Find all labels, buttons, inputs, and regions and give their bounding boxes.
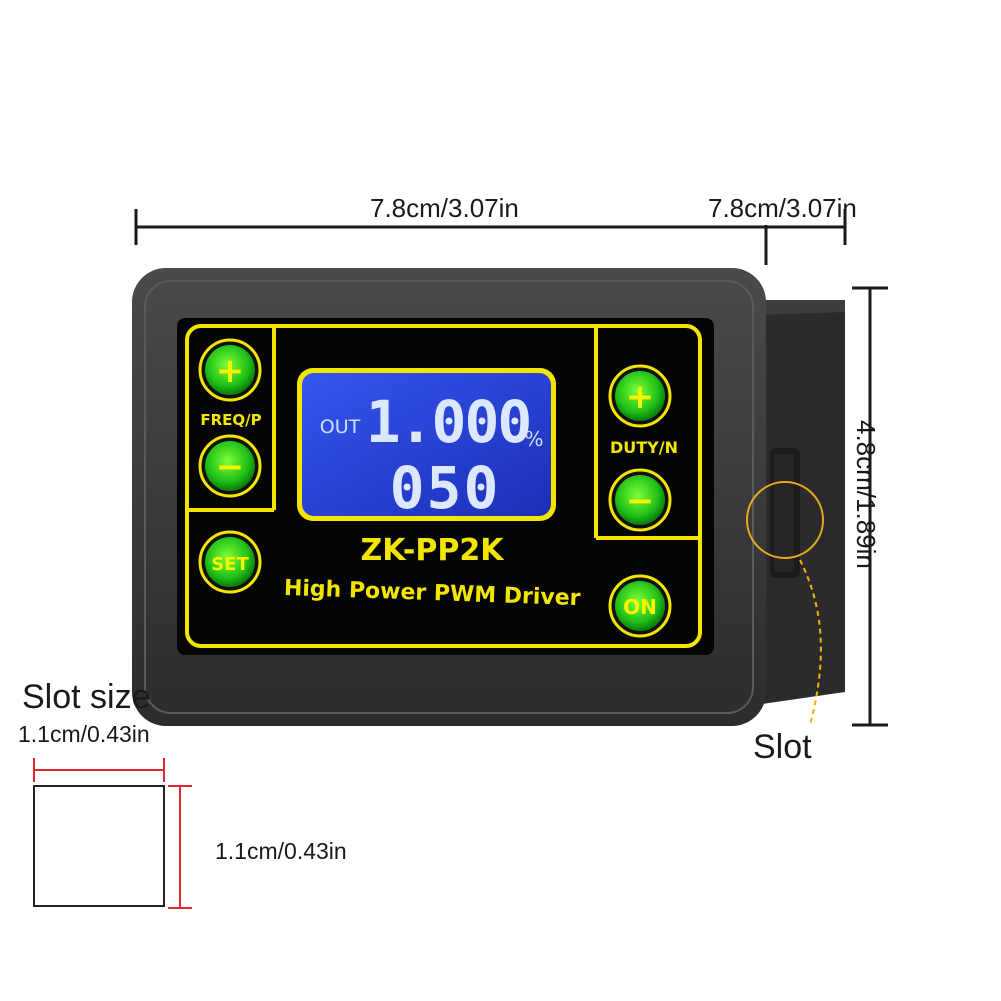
height-dimension-label: 4.8cm/1.89in	[851, 420, 881, 569]
freq-minus-glyph: −	[216, 447, 245, 487]
duty-label: DUTY/N	[610, 438, 678, 457]
freq-plus-button[interactable]	[198, 338, 262, 402]
slot-callout-label: Slot	[753, 728, 812, 766]
on-glyph: ON	[623, 595, 657, 619]
width-dimension-label: 7.8cm/3.07in	[370, 193, 519, 223]
on-button[interactable]	[608, 574, 672, 638]
set-button[interactable]	[198, 530, 262, 594]
lcd-line2-value: 050	[390, 454, 501, 522]
duty-minus-button[interactable]	[608, 468, 672, 532]
set-glyph: SET	[211, 554, 249, 575]
duty-plus-button[interactable]	[608, 364, 672, 428]
lcd-display	[297, 368, 556, 521]
height-dimension-line	[852, 286, 888, 727]
duty-plus-glyph: +	[626, 377, 655, 417]
slot-size-title: Slot size	[22, 678, 151, 716]
slot-height-label: 1.1cm/0.43in	[215, 838, 347, 864]
device-side-body	[755, 300, 845, 705]
slot-height-marker	[168, 785, 192, 909]
lcd-unit: %	[524, 427, 543, 451]
model-name: ZK-PP2K	[361, 533, 506, 568]
panel-yellow-frame	[185, 324, 702, 648]
slot-highlight-circle	[746, 481, 824, 559]
freq-minus-button[interactable]	[198, 434, 262, 498]
freq-plus-glyph: +	[216, 351, 245, 391]
slot-width-label: 1.1cm/0.43in	[18, 721, 150, 747]
slot-callout-line	[799, 559, 822, 726]
slot-size-square	[33, 785, 165, 907]
depth-dimension-label: 7.8cm/3.07in	[708, 193, 857, 223]
slot-width-marker	[33, 758, 165, 782]
width-dimension-line	[134, 209, 847, 265]
lcd-out-label: OUT	[320, 416, 361, 438]
duty-minus-glyph: −	[626, 481, 655, 521]
lcd-line1-value: 1.000	[366, 388, 531, 456]
freq-label: FREQ/P	[200, 411, 261, 429]
